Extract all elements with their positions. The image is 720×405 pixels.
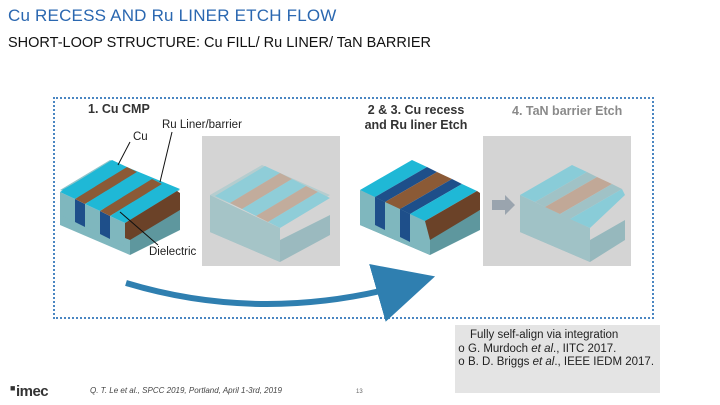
cu-annotation: Cu [133,131,148,143]
ref1-prefix: G. Murdoch [468,342,532,355]
structure-tan-etch [520,165,625,262]
step23-label: 2 & 3. Cu recess and Ru liner Etch [360,103,472,133]
step23-label-line1: 2 & 3. Cu recess [367,103,465,117]
structure-cu-cmp-fins [60,160,180,246]
references-box: Fully self-align via integration o G. Mu… [455,325,660,393]
reference-item: o G. Murdoch et al., IITC 2017. [455,343,660,357]
structure-cu-recess [360,160,480,255]
ref1-etal: et al [531,342,554,355]
ref2-suffix: ., IEEE IEDM 2017. [554,356,655,368]
page-number: 13 [356,389,363,395]
footer-citation: Q. T. Le et al., SPCC 2019, Portland, Ap… [90,386,282,395]
step-arrow-icon [492,195,515,215]
step1-label: 1. Cu CMP [88,102,150,116]
ref2-prefix: B. D. Briggs [468,356,533,368]
logo-text: imec [15,383,49,400]
structure-faded-1 [210,165,330,262]
step4-label: 4. TaN barrier Etch [512,104,623,118]
cu-leader-line [117,141,131,166]
liner-leader-line [159,131,173,183]
dielectric-annotation: Dielectric [149,246,197,258]
reference-item: o B. D. Briggs et al., IEEE IEDM 2017. [455,356,660,370]
reference-bullet: o [458,342,465,355]
ref2-etal: et al [532,356,555,368]
ref1-suffix: ., IITC 2017. [553,342,617,355]
slide-subtitle: SHORT-LOOP STRUCTURE: Cu FILL/ Ru LINER/… [8,35,432,51]
reference-bullet: o [458,356,465,368]
process-curved-arrow [125,264,436,322]
imec-logo: ■imec [10,383,49,400]
process-flow-box [53,97,654,319]
step23-label-line2: and Ru liner Etch [364,118,468,132]
slide-title: Cu RECESS AND Ru LINER ETCH FLOW [8,6,337,25]
ru-liner-annotation: Ru Liner/barrier [162,119,242,131]
references-intro: Fully self-align via integration [470,329,619,341]
dielectric-leader-line [119,211,159,246]
